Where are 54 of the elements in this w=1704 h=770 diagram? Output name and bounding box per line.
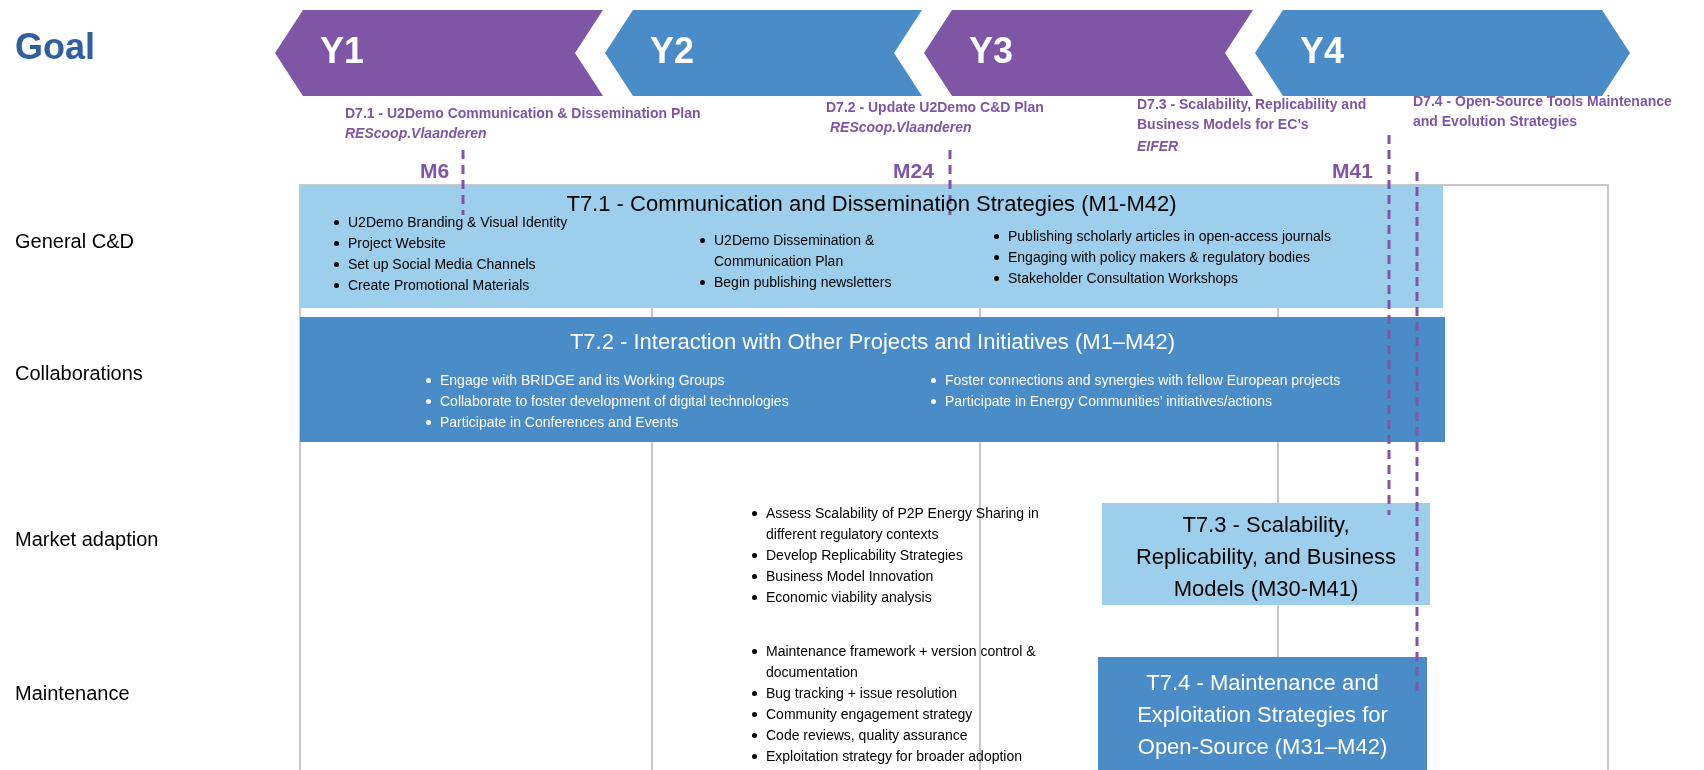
bullet-text: Engage with BRIDGE and its Working Groups <box>440 372 725 388</box>
deliverable-title: D7.4 - Open-Source Tools Maintenance and Evolution Strategies <box>1413 92 1673 131</box>
year-timeline-band <box>605 10 922 96</box>
bullet-text: Project Website <box>348 235 446 251</box>
year-label: Y3 <box>969 30 1014 72</box>
task-bar <box>1102 503 1430 605</box>
bullet-text: Publishing scholarly articles in open-access journals <box>1008 228 1331 244</box>
milestone-label: M6 <box>420 158 450 184</box>
bullet-text: Bug tracking + issue resolution <box>766 685 958 701</box>
bullet-text: Assess Scalability of P2P Energy Sharing in different regulatory contexts <box>766 505 1039 542</box>
bullet-text: Economic viability analysis <box>766 589 932 605</box>
partner-name: REScoop.Vlaanderen <box>830 118 972 137</box>
bullet-text: Foster connections and synergies with fellow European projects <box>945 372 1341 388</box>
task-title: T7.1 - Communication and Dissemination Strategies (M1-M42) <box>565 190 1178 216</box>
bullet-text: Create Promotional Materials <box>348 277 530 293</box>
bullet-text: Participate in Energy Communities’ initiatives/actions <box>945 393 1273 409</box>
bullet-text: Maintenance framework + version control & documentation <box>766 643 1036 680</box>
deliverable-title: D7.2 - Update U2Demo C&D Plan <box>826 98 1044 117</box>
bullet-text: Community engagement strategy <box>766 706 973 722</box>
task-bar <box>300 185 1443 308</box>
task-title: T7.3 - Scalability, Replicability, and Business Models (M30-M41) <box>1134 511 1398 603</box>
bullet-text: Begin publishing newsletters <box>714 274 892 290</box>
year-timeline-band <box>275 10 603 96</box>
row-label: General C&D <box>15 229 134 254</box>
row-label: Maintenance <box>15 681 130 706</box>
task-bar <box>300 317 1445 442</box>
row-label: Collaborations <box>15 361 143 386</box>
deliverable-title: D7.3 - Scalability, Replicability and Business Models for EC’s <box>1137 95 1368 134</box>
year-label: Y4 <box>1300 30 1345 72</box>
row-label: Market adaption <box>15 527 159 552</box>
milestone-label: M41 <box>1332 158 1373 184</box>
milestone-label: M24 <box>893 158 934 184</box>
year-timeline-band <box>1255 10 1630 96</box>
bullet-text: Stakeholder Consultation Workshops <box>1008 270 1239 286</box>
year-timeline-band <box>924 10 1253 96</box>
bullet-text: Engaging with policy makers & regulatory bodies <box>1008 249 1310 265</box>
bullet-text: Exploitation strategy for broader adoption <box>766 748 1023 764</box>
bullet-text: Business Model Innovation <box>766 568 934 584</box>
partner-name: EIFER <box>1137 137 1179 156</box>
year-label: Y2 <box>650 30 695 72</box>
bullet-text: U2Demo Dissemination & Communication Plan <box>714 232 875 269</box>
bullet-text: Set up Social Media Channels <box>348 256 536 272</box>
bullet-text: Code reviews, quality assurance <box>766 727 968 743</box>
bullet-text: Collaborate to foster development of digital technologies <box>440 393 789 409</box>
bullet-text: Develop Replicability Strategies <box>766 547 963 563</box>
deliverable-title: D7.1 - U2Demo Communication & Dissemination Plan <box>345 104 701 123</box>
task-title: T7.2 - Interaction with Other Projects and Initiatives (M1–M42) <box>568 328 1177 356</box>
task-title: T7.4 - Maintenance and Exploitation Strategies for Open-Source (M31–M42) <box>1136 669 1389 761</box>
partner-name: REScoop.Vlaanderen <box>345 124 487 143</box>
year-label: Y1 <box>320 30 365 72</box>
bullet-text: Participate in Conferences and Events <box>440 414 679 430</box>
bullet-text: U2Demo Branding & Visual Identity <box>348 214 568 230</box>
task-bar <box>1098 657 1427 770</box>
heading: Goal <box>15 25 95 69</box>
